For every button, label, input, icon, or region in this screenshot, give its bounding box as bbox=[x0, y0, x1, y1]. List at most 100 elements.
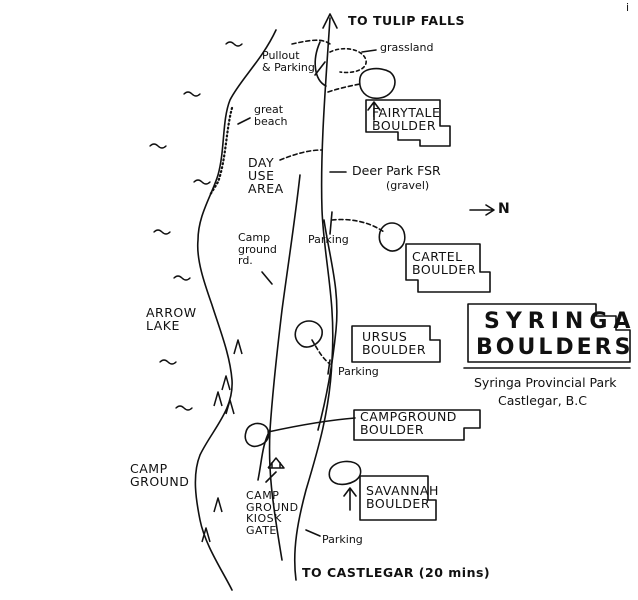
tree-icon bbox=[233, 339, 243, 355]
boulder-name: CAMPGROUND bbox=[360, 409, 457, 424]
fairytale-boulder-label: FAIRYTALE BOULDER bbox=[372, 106, 440, 132]
pullout-parking-label: Pullout & Parking bbox=[262, 50, 315, 73]
wave bbox=[193, 179, 211, 185]
to-castlegar-label: TO CASTLEGAR (20 mins) bbox=[302, 565, 491, 580]
ursus-boulder-label: URSUS BOULDER bbox=[362, 330, 426, 356]
campground-rd-pointer bbox=[261, 271, 273, 285]
parking-arrow-2 bbox=[329, 211, 333, 235]
day-use-path bbox=[279, 149, 323, 161]
beach-line: beach bbox=[254, 114, 288, 128]
highway-shoulder bbox=[317, 219, 338, 431]
parking-label-2: Parking bbox=[338, 365, 379, 378]
boulder-word: BOULDER bbox=[372, 118, 437, 134]
camp-line: CAMP bbox=[130, 461, 168, 476]
fairytale-boulder-shape bbox=[358, 67, 396, 100]
title-line-2: BOULDERS bbox=[476, 335, 634, 360]
campground-rd-label: Camp ground rd. bbox=[238, 232, 277, 267]
wave bbox=[183, 91, 201, 97]
title-line-1: SYRINGA bbox=[484, 309, 637, 334]
boulder-word: BOULDER bbox=[360, 422, 425, 438]
north-label: N bbox=[498, 201, 510, 217]
area-line: AREA bbox=[248, 181, 284, 197]
deer-park-fsr-label: Deer Park FSR bbox=[352, 163, 441, 178]
parking-label-3: Parking bbox=[322, 533, 363, 546]
wave bbox=[153, 229, 171, 235]
north-arrow bbox=[469, 204, 495, 216]
location: Castlegar, B.C bbox=[498, 393, 587, 408]
corner-mark: i bbox=[626, 1, 630, 14]
tree-icon bbox=[221, 375, 231, 391]
savannah-box bbox=[359, 475, 437, 521]
kiosk-line: KIOSK bbox=[246, 512, 282, 526]
pullout-loop bbox=[314, 41, 327, 87]
fairytale-trail bbox=[327, 83, 361, 93]
to-tulip-falls-label: TO TULIP FALLS bbox=[348, 13, 466, 28]
great-beach-pointer bbox=[237, 117, 251, 125]
title-box bbox=[467, 303, 631, 363]
savannah-boulder-shape bbox=[328, 460, 362, 486]
camp-line: CAMP bbox=[246, 489, 280, 502]
tree-icon bbox=[213, 497, 223, 513]
rd-line: rd. bbox=[238, 254, 253, 268]
tree-icon bbox=[225, 399, 235, 415]
boulder-name: FAIRYTALE bbox=[372, 105, 441, 120]
parking-arrow-1 bbox=[314, 61, 326, 76]
pullout-line: Pullout bbox=[262, 49, 300, 62]
great-beach-stipple bbox=[208, 106, 234, 197]
boulder-word: BOULDER bbox=[366, 496, 431, 512]
wave bbox=[159, 359, 177, 365]
grassland-loop bbox=[329, 47, 367, 74]
cartel-boulder-label: CARTEL BOULDER bbox=[412, 250, 476, 276]
ground-line: GROUND bbox=[246, 500, 299, 514]
wave bbox=[173, 275, 191, 281]
grassland-label: grassland bbox=[380, 41, 434, 54]
wave bbox=[225, 41, 243, 47]
kiosk-icon bbox=[267, 457, 285, 469]
ursus-trail bbox=[311, 339, 331, 365]
ursus-box bbox=[351, 325, 441, 363]
parking-line: & Parking bbox=[262, 60, 315, 74]
park-name: Syringa Provincial Park bbox=[474, 375, 617, 390]
gravel-label: (gravel) bbox=[386, 179, 430, 192]
lake-line: LAKE bbox=[146, 318, 180, 334]
fairytale-arrow bbox=[367, 101, 381, 121]
gate-line: GATE bbox=[246, 523, 277, 537]
cartel-trail bbox=[331, 218, 385, 233]
use-line: USE bbox=[248, 168, 275, 184]
parking-arrow-3 bbox=[327, 359, 331, 375]
great-line: great bbox=[254, 103, 284, 116]
wave bbox=[175, 405, 193, 411]
grassland-pointer bbox=[361, 49, 377, 53]
cartel-boulder-shape bbox=[378, 222, 406, 252]
parking-label-1: Parking bbox=[308, 233, 349, 246]
campground-label: CAMP GROUND bbox=[130, 462, 189, 488]
campground-boulder-label: CAMPGROUND BOULDER bbox=[360, 410, 457, 436]
fairytale-box bbox=[365, 99, 451, 147]
boulder-name: URSUS bbox=[362, 329, 408, 344]
main-highway bbox=[293, 17, 334, 581]
campground-boulder-link bbox=[267, 417, 356, 433]
day-use-area-label: DAY USE AREA bbox=[248, 155, 284, 197]
boulder-word: BOULDER bbox=[412, 262, 477, 278]
parking3-pointer bbox=[305, 529, 321, 537]
arrow-line: ARROW bbox=[146, 305, 197, 320]
savannah-boulder-label: SAVANNAH BOULDER bbox=[366, 484, 439, 510]
boulder-word: BOULDER bbox=[362, 342, 427, 358]
campground-kiosk-gate-label: CAMP GROUND KIOSK GATE bbox=[246, 490, 299, 536]
lake-shoreline bbox=[194, 29, 277, 591]
arrow-lake-label: ARROW LAKE bbox=[146, 306, 197, 332]
savannah-arrow bbox=[343, 487, 357, 511]
tree-icon bbox=[201, 527, 211, 543]
boulder-name: CARTEL bbox=[412, 249, 463, 264]
wave bbox=[149, 143, 167, 149]
tree-icon bbox=[213, 391, 223, 407]
day-line: DAY bbox=[248, 155, 275, 170]
cartel-box bbox=[405, 243, 491, 293]
highway-arrow-north bbox=[322, 13, 338, 29]
kiosk-pointer bbox=[265, 471, 277, 483]
pullout-dash bbox=[291, 39, 331, 45]
ground-line: ground bbox=[238, 242, 277, 256]
campground-box bbox=[353, 409, 481, 441]
campground-boulder-shape bbox=[244, 422, 270, 448]
